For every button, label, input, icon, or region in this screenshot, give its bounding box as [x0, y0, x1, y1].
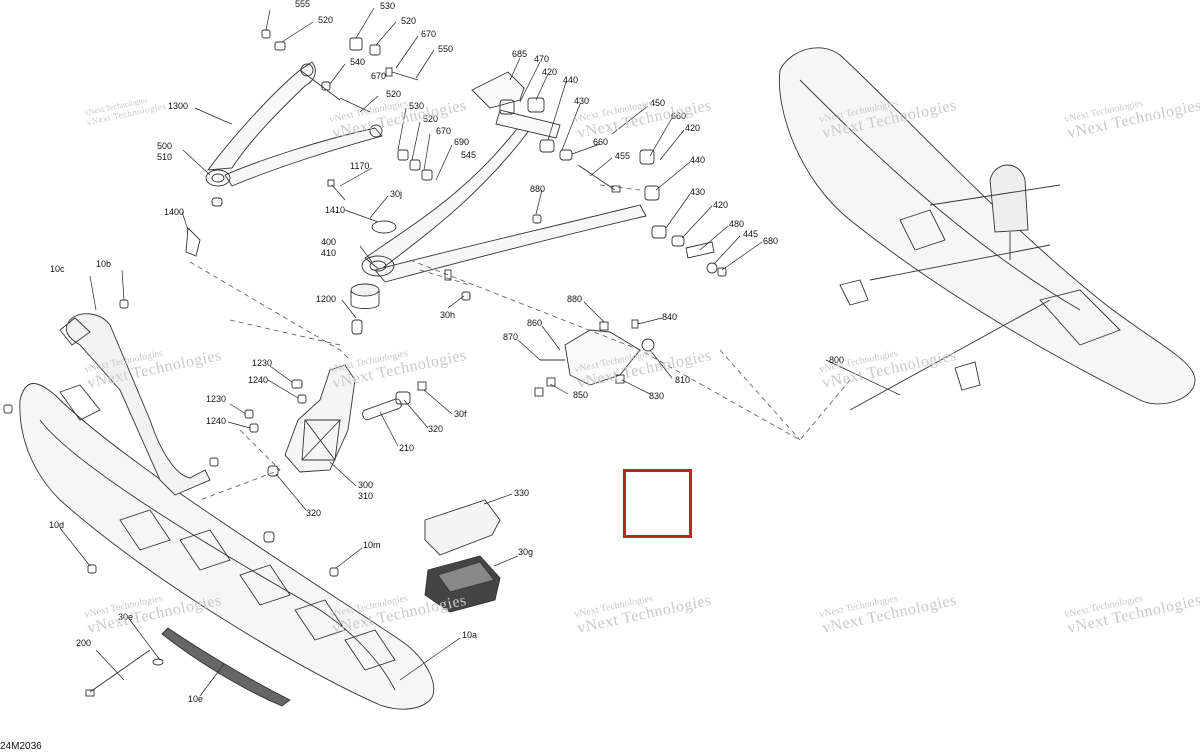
assembled-view	[778, 47, 1196, 411]
callout-30g: 30g	[518, 547, 534, 557]
callout-500: 500	[157, 141, 173, 151]
callout-300: 300	[358, 480, 374, 490]
callout-480: 480	[729, 219, 745, 229]
callout-430: 430	[574, 96, 590, 106]
callout-30j: 30j	[390, 189, 403, 199]
callout-10a: 10a	[462, 630, 478, 640]
lower-a-arm	[327, 109, 727, 301]
callout-880: 880	[567, 294, 583, 304]
callout-1410: 1410	[325, 205, 346, 215]
callout-670: 670	[436, 126, 452, 136]
callout-530: 530	[380, 1, 396, 11]
callout-445: 445	[743, 229, 759, 239]
callout-10e: 10e	[188, 694, 204, 704]
runner-bar	[85, 627, 291, 707]
callout-320: 320	[306, 508, 322, 518]
callout-10d: 10d	[49, 520, 65, 530]
callout-1230: 1230	[252, 358, 273, 368]
callout-430: 430	[690, 187, 706, 197]
callout-30f: 30f	[454, 409, 467, 419]
left-ski	[3, 299, 435, 710]
callout-1240: 1240	[248, 375, 269, 385]
callout-450: 450	[650, 98, 666, 108]
callout-1200: 1200	[316, 294, 337, 304]
callout-10c: 10c	[50, 264, 65, 274]
callout-660: 660	[671, 111, 687, 121]
linkage-bracket	[471, 71, 545, 115]
dashed-leaders	[189, 184, 851, 501]
callout-520: 520	[386, 89, 402, 99]
callout-880: 880	[530, 184, 546, 194]
callout-440: 440	[563, 75, 579, 85]
callout-1170: 1170	[350, 161, 370, 171]
callout-545: 545	[461, 150, 477, 160]
callout-1230: 1230	[206, 394, 227, 404]
callout-685: 685	[512, 49, 528, 59]
shock-link	[534, 319, 655, 397]
callout-830: 830	[649, 391, 665, 401]
callout-310: 310	[358, 491, 374, 501]
callout-520: 520	[423, 114, 439, 124]
upper-a-arm	[205, 61, 383, 187]
callout-520: 520	[401, 16, 417, 26]
callout-10m: 10m	[363, 540, 381, 550]
callout-30e: 30e	[118, 612, 134, 622]
callout-850: 850	[573, 390, 589, 400]
callout-670: 670	[371, 71, 387, 81]
callout-680: 680	[763, 236, 779, 246]
callout-860: 860	[527, 318, 543, 328]
callout-810: 810	[675, 375, 691, 385]
callout-540: 540	[350, 57, 366, 67]
callout-660: 660	[593, 137, 609, 147]
callout-520: 520	[318, 15, 334, 25]
callout-455: 455	[615, 151, 631, 161]
callout-410: 410	[321, 248, 337, 258]
drawing-code: 24M2036	[0, 741, 42, 752]
callout-330: 330	[514, 488, 530, 498]
callout-470: 470	[534, 54, 550, 64]
ski-wear-pads	[424, 499, 501, 613]
spindle	[244, 283, 427, 477]
callout-420: 420	[542, 67, 558, 77]
callout-1400: 1400	[164, 207, 185, 217]
callout-200: 200	[76, 638, 92, 648]
callout-420: 420	[685, 123, 701, 133]
callout-1300: 1300	[168, 101, 189, 111]
callout-510: 510	[157, 152, 173, 162]
selection-highlight-box[interactable]	[623, 469, 692, 538]
callout-400: 400	[321, 237, 337, 247]
callout-840: 840	[662, 312, 678, 322]
callout-leaders	[59, 7, 901, 697]
callout-30h: 30h	[440, 310, 456, 320]
callout-440: 440	[690, 155, 706, 165]
callout-870: 870	[503, 332, 519, 342]
callout-550: 550	[438, 44, 454, 54]
callout-10b: 10b	[96, 259, 112, 269]
callout-555: 555	[295, 0, 311, 9]
callout-1240: 1240	[206, 416, 227, 426]
callout-210: 210	[399, 443, 415, 453]
callout-690: 690	[454, 137, 470, 147]
callout-420: 420	[713, 200, 729, 210]
callout-800: 800	[829, 355, 845, 365]
callout-670: 670	[421, 29, 437, 39]
callout-320: 320	[428, 424, 444, 434]
callout-530: 530	[409, 101, 425, 111]
